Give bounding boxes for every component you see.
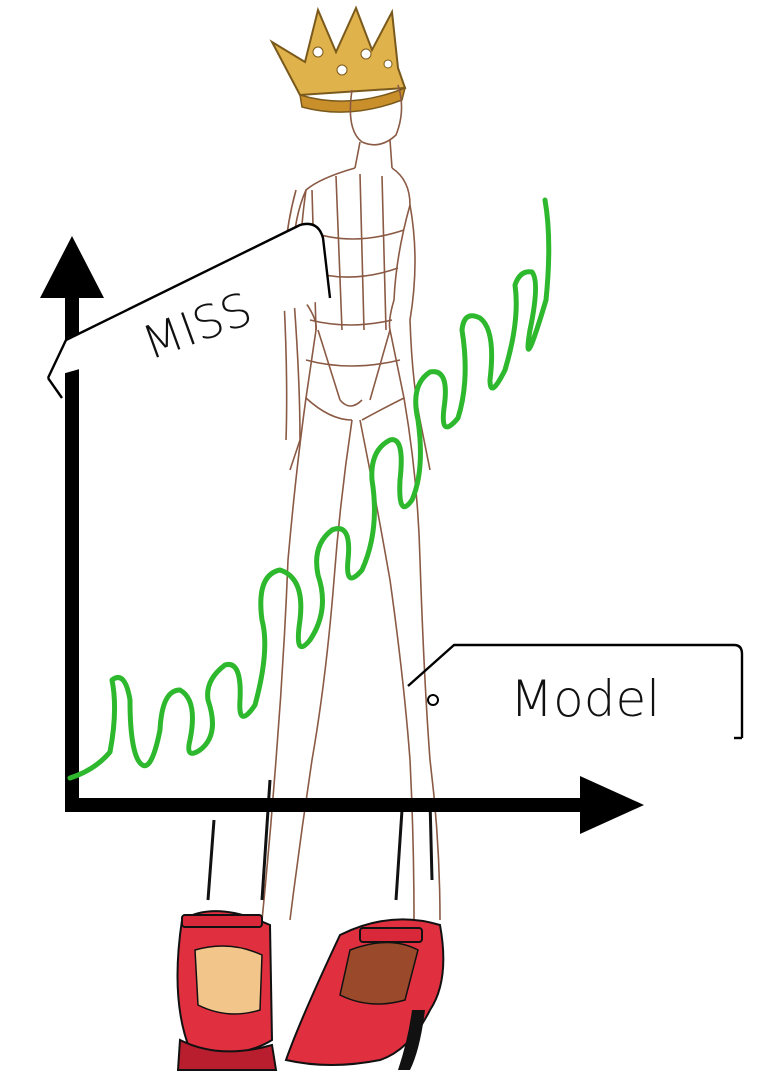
fashion-sketch-figure <box>206 84 441 921</box>
vertical-axis-arrowhead <box>40 236 104 298</box>
red-heel-shoes <box>176 910 445 1071</box>
miss-tag-hole <box>67 375 77 385</box>
crown-icon <box>269 5 407 113</box>
model-tag-label: Model <box>510 670 660 728</box>
model-tag: Model <box>407 643 744 740</box>
green-scribble <box>67 197 552 781</box>
model-tag-hole <box>427 694 439 706</box>
horizontal-axis-arrowhead <box>580 776 644 834</box>
miss-tag: MISS <box>46 222 332 399</box>
